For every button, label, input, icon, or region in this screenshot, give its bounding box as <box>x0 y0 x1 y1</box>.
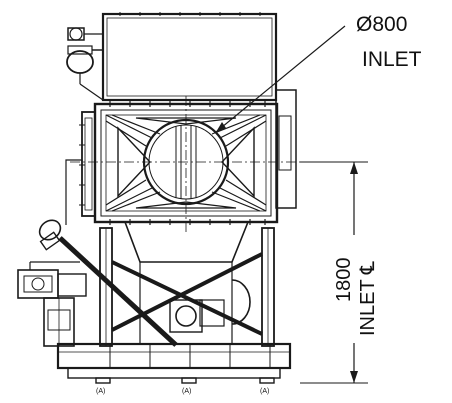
left-flange <box>65 111 96 225</box>
right-side-cover <box>275 89 297 209</box>
support-frame <box>56 221 292 379</box>
foot-label-left: (A) <box>96 388 105 395</box>
foot-label-right: (A) <box>260 388 269 395</box>
upper-housing <box>101 12 278 102</box>
height-value-label: 1800 <box>333 258 355 303</box>
inlet-callout: Ø800 INLET <box>215 13 422 133</box>
inlet-label: INLET <box>362 48 422 71</box>
left-drive-assembly <box>17 219 87 347</box>
inlet-box <box>70 96 300 232</box>
inlet-diameter-label: Ø800 <box>356 13 407 36</box>
upper-valve-actuator <box>66 27 104 101</box>
height-reference-label: INLET ℄ <box>357 261 379 336</box>
height-dimension: 1800 INLET ℄ <box>300 161 379 384</box>
foot-label-center: (A) <box>182 388 191 395</box>
support-feet: (A) (A) (A) <box>95 377 275 395</box>
